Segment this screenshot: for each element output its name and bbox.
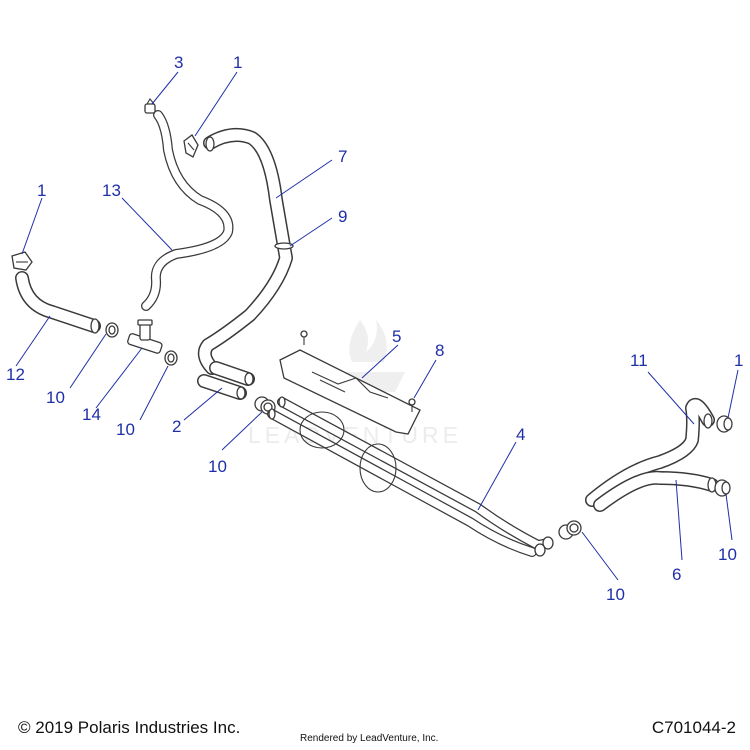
part-9-clamp: [274, 242, 294, 250]
part-1-clamp-top: [183, 134, 199, 158]
part-2-hoses: [197, 361, 255, 400]
callout-10-c: 10: [208, 457, 227, 476]
diagram-id: C701044-2: [651, 718, 736, 737]
callout-11: 11: [630, 351, 648, 370]
callout-3: 3: [174, 53, 183, 72]
callout-10-d: 10: [606, 585, 625, 604]
callouts: 3 1 1 13 7 9 5 8 12 10 14 10 2 10 4 10 1…: [6, 53, 743, 604]
part-12-hose: [15, 271, 101, 334]
part-7-hose: [197, 127, 293, 375]
callout-1-top: 1: [233, 53, 242, 72]
callout-4: 4: [516, 425, 525, 444]
copyright-text: © 2019 Polaris Industries Inc.: [18, 718, 241, 737]
callout-12: 12: [6, 365, 25, 384]
callout-8: 8: [435, 341, 444, 360]
leader-lines: [15, 71, 739, 581]
part-14-tee: [127, 319, 163, 354]
rendered-by-text: Rendered by LeadVenture, Inc.: [300, 733, 439, 744]
part-10-clamp-right: [714, 479, 731, 497]
callout-6: 6: [672, 565, 681, 584]
callout-7: 7: [338, 147, 347, 166]
part-13-hose: [141, 110, 234, 311]
part-10-clamp-left-b: [164, 350, 178, 366]
callout-13: 13: [102, 181, 121, 200]
callout-5: 5: [392, 327, 401, 346]
callout-9: 9: [338, 207, 347, 226]
callout-10-a: 10: [46, 388, 65, 407]
callout-1-left: 1: [37, 181, 46, 200]
part-8-bolt: [408, 398, 416, 412]
part-10-clamp-center: [254, 396, 276, 415]
part-1-clamp-right: [716, 415, 733, 433]
part-10-clamp-lower: [558, 520, 582, 540]
callout-1-right: 1: [734, 351, 743, 370]
watermark-logo-icon: [345, 320, 405, 392]
part-11-hose: [585, 398, 715, 507]
callout-10-b: 10: [116, 420, 135, 439]
callout-14: 14: [82, 405, 101, 424]
part-3-clamp: [144, 98, 156, 114]
part-1-clamp-left: [11, 251, 33, 271]
callout-10-e: 10: [718, 545, 737, 564]
part-5-shield: [279, 330, 421, 435]
part-10-clamp-left-a: [105, 322, 119, 338]
part-6-hose: [593, 470, 719, 512]
callout-2: 2: [172, 417, 181, 436]
